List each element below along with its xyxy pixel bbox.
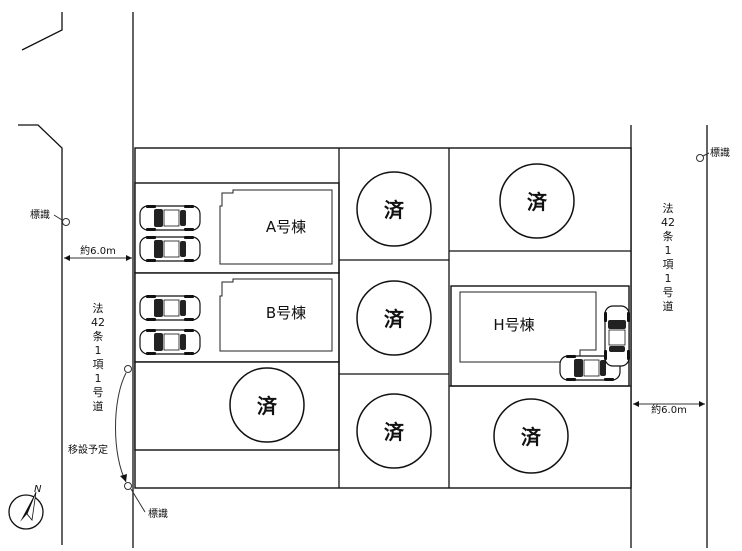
svg-text:済: 済 bbox=[527, 190, 548, 214]
sold-badge: 済 bbox=[356, 171, 432, 247]
road-edge-left bbox=[18, 124, 63, 545]
left-road-char: 項 bbox=[93, 358, 104, 371]
sold-badge: 済 bbox=[229, 367, 305, 443]
road-edge-top-left-corner bbox=[21, 12, 63, 51]
left-road-char: 条 bbox=[93, 329, 104, 343]
car-icon bbox=[139, 294, 201, 322]
left-road-char: 1 bbox=[95, 372, 102, 385]
svg-text:済: 済 bbox=[384, 420, 405, 444]
relocation-curve-arrow bbox=[115, 372, 127, 483]
arrow-left bbox=[64, 255, 70, 261]
left-road-width-label: 約6.0m bbox=[80, 244, 116, 257]
svg-text:済: 済 bbox=[384, 307, 405, 331]
arrow-right bbox=[126, 255, 132, 261]
sign-right-top: 標識 bbox=[696, 146, 730, 162]
right-road-char: 条 bbox=[663, 229, 674, 243]
relocation-label: 移設予定 bbox=[68, 443, 108, 456]
right-road-char: 道 bbox=[663, 299, 674, 313]
right-road-char: 号 bbox=[663, 286, 674, 299]
right-road-char: 法 bbox=[663, 201, 674, 215]
car-icon bbox=[603, 305, 631, 367]
sign-label: 標識 bbox=[710, 146, 730, 159]
left-road: 約6.0m bbox=[18, 12, 134, 548]
lot-b-label: B号棟 bbox=[266, 304, 306, 322]
compass-needle-icon bbox=[20, 492, 36, 522]
left-road-char: 法 bbox=[93, 301, 104, 315]
sign-label: 標識 bbox=[30, 208, 50, 221]
car-icon bbox=[139, 328, 201, 356]
car-icon bbox=[139, 204, 201, 232]
car-icon bbox=[139, 235, 201, 263]
arrow-head bbox=[120, 474, 127, 482]
building-h bbox=[459, 291, 597, 363]
right-road-char: 42 bbox=[661, 216, 675, 229]
sign-marker-icon bbox=[124, 482, 132, 490]
compass-north-label: N bbox=[34, 484, 42, 495]
building-a bbox=[219, 189, 333, 265]
left-road-char: 号 bbox=[93, 386, 104, 399]
right-road-char: 1 bbox=[665, 244, 672, 257]
left-road-char: 1 bbox=[95, 344, 102, 357]
svg-text:済: 済 bbox=[257, 394, 278, 418]
left-road-char: 道 bbox=[93, 399, 104, 413]
sign-left-relocation: 移設予定 標識 bbox=[68, 365, 168, 520]
sold-badge: 済 bbox=[493, 398, 569, 474]
lot-h-label: H号棟 bbox=[493, 316, 534, 334]
sign-marker-icon bbox=[124, 365, 132, 373]
left-road-char: 42 bbox=[91, 316, 105, 329]
sign-marker-icon bbox=[696, 154, 704, 162]
sign-marker-icon bbox=[62, 218, 70, 226]
right-road: 約6.0m bbox=[630, 125, 708, 548]
right-road-char: 1 bbox=[665, 272, 672, 285]
building-b bbox=[219, 278, 333, 352]
compass-circle bbox=[8, 494, 44, 530]
lot-a-label: A号棟 bbox=[266, 218, 306, 236]
sold-badge: 済 bbox=[356, 280, 432, 356]
svg-text:済: 済 bbox=[521, 425, 542, 449]
compass: N bbox=[8, 484, 44, 530]
sold-badge: 済 bbox=[499, 163, 575, 239]
right-road-width-label: 約6.0m bbox=[651, 403, 687, 416]
right-road-char: 項 bbox=[663, 258, 674, 271]
sign-left-top: 標識 bbox=[30, 208, 70, 226]
svg-text:済: 済 bbox=[384, 198, 405, 222]
sign-label: 標識 bbox=[148, 507, 168, 520]
right-road-name: 法 42 条 1 項 1 号 道 bbox=[661, 201, 675, 313]
left-road-name: 法 42 条 1 項 1 号 道 bbox=[91, 301, 105, 413]
sold-markers: 済 済 済 済 済 済 bbox=[229, 163, 575, 474]
sold-badge: 済 bbox=[356, 393, 432, 469]
